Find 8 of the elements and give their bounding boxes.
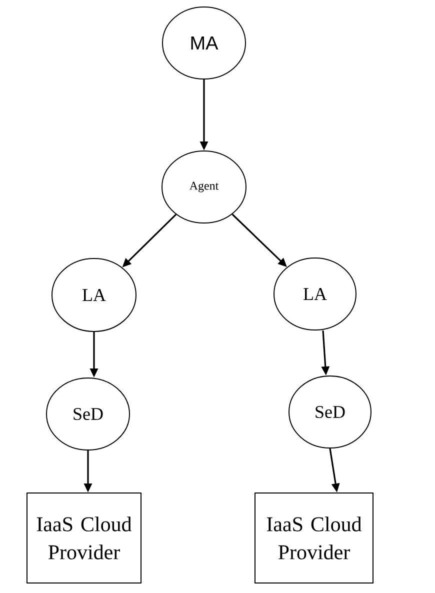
circle-node: SeD <box>288 376 372 448</box>
process-box: IaaS Cloud Provider <box>26 492 142 584</box>
circle-node: LA <box>274 258 356 330</box>
circle-node: Agent <box>162 150 246 224</box>
circle-node: SeD <box>46 378 130 450</box>
circle-node: LA <box>52 258 136 332</box>
circle-node: MA <box>162 6 246 80</box>
process-box: IaaS Cloud Provider <box>254 492 374 584</box>
